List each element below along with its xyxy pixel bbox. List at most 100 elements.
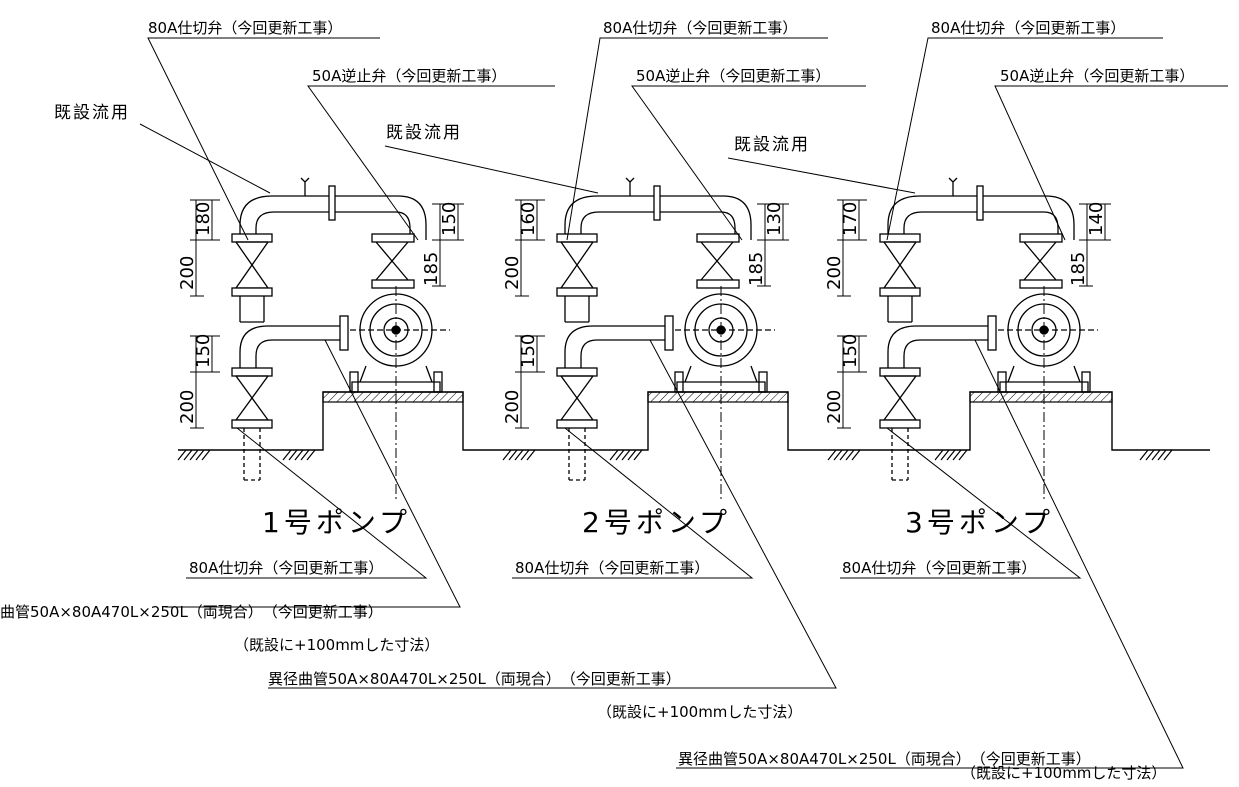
pump1-anchor-left (349, 371, 359, 393)
pump1-check-valve-flange-bottom (371, 279, 415, 289)
pump2-upper-valve-flange-top (556, 233, 598, 243)
pump2-dimensions (515, 199, 789, 429)
pump1-dim-check-185: 185 (421, 252, 442, 286)
pump2-upper-outlet-pipe (564, 296, 590, 323)
pump3-assembly (879, 177, 1098, 500)
pump1-check-dim-lines (432, 203, 464, 287)
pump2-lower-dim-lines (515, 335, 545, 429)
pump1-check-valve (375, 241, 409, 281)
pump3-check-valve (1023, 241, 1057, 281)
pump2-anchor-left (674, 371, 684, 393)
pump3-check-valve-flange-bottom (1019, 279, 1063, 289)
pump2-valve-80a-bottom-label: 80A仕切弁（今回更新工事） (515, 559, 709, 577)
pump1-air-valve (300, 177, 310, 196)
pump2-lower-valve-flange-bottom (556, 419, 598, 429)
pump2-dim-upper-200: 200 (502, 256, 523, 290)
pump1-dimension-labels: 200 180 200 150 185 150 (177, 202, 460, 424)
pump1-reducer-pipe-label: 曲管50A×80A470L×250L（両現合） （今回更新工事） (0, 603, 383, 621)
pump1-existing-reuse-label: 既設流用 (54, 103, 130, 123)
pump1-dim-lower-value: 150 (193, 334, 214, 368)
pump3-upper-gate-valve (883, 241, 917, 289)
pump1-upper-dim-lines (190, 199, 220, 297)
pump3-valve-80a-bottom-label: 80A仕切弁（今回更新工事） (842, 559, 1036, 577)
pump1-suction-pipe-below (243, 428, 261, 481)
pump3-anchor-left (997, 371, 1007, 393)
pump1-check-valve-label: 50A逆止弁（今回更新工事） (312, 67, 506, 85)
pump2-check-valve-flange-top (696, 233, 740, 243)
pump3-title: 3号ポンプ (905, 506, 1054, 539)
pump3-dim-upper-200: 200 (824, 256, 845, 290)
pump2-dimension-labels: 200 160 200 150 185 130 (502, 202, 785, 424)
pump2-existing-reuse-label: 既設流用 (386, 123, 462, 143)
pump3-dim-lower-200: 200 (824, 390, 845, 424)
pump3-suction-pipe-below (891, 428, 909, 481)
pump3-reducer-pipe-label: 異径曲管50A×80A470L×250L（両現合） （今回更新工事） (678, 750, 1091, 768)
pump2-air-valve (625, 177, 635, 196)
pump3-check-valve-flange-top (1019, 233, 1063, 243)
pump3-dim-check-value: 140 (1086, 202, 1107, 236)
pump3-lower-valve-flange-bottom (879, 419, 921, 429)
pump1-upper-valve-flange-bottom (231, 287, 273, 297)
pump2-lower-pipe-flange (664, 315, 674, 351)
pump1-lower-valve-flange-bottom (231, 419, 273, 429)
pump1-check-valve-flange-top (371, 233, 415, 243)
pump2-assembly (556, 177, 775, 500)
pump3-upper-valve-flange-top (879, 233, 921, 243)
pump1-lower-dim-lines (190, 335, 220, 429)
pump1-lower-gate-valve (235, 375, 269, 421)
pump3-upper-valve-flange-bottom (879, 287, 921, 297)
pump2-dim-lower-200: 200 (502, 390, 523, 424)
pump1-dimensions (190, 199, 464, 429)
pump3-valve-80a-top-label: 80A仕切弁（今回更新工事） (931, 19, 1125, 37)
pump3-air-valve (948, 177, 958, 196)
pump2-upper-dim-lines (515, 199, 545, 297)
ground-hatch-marks (177, 449, 1173, 461)
pump2-check-valve-label: 50A逆止弁（今回更新工事） (636, 67, 830, 85)
pump3-dim-lower-value: 150 (840, 334, 861, 368)
pump3-lower-dim-lines (837, 335, 867, 429)
pump2-dim-check-185: 185 (746, 252, 767, 286)
pump2-lower-valve-flange-top (556, 367, 598, 377)
pump2-check-valve (700, 241, 734, 281)
pump3-dimensions (837, 199, 1111, 429)
pump2-check-valve-flange-bottom (696, 279, 740, 289)
pump2-pipe-flange (653, 185, 661, 221)
pump2-title: 2号ポンプ (582, 506, 731, 539)
pump2-upper-valve-flange-bottom (556, 287, 598, 297)
leader-lines (139, 37, 1228, 769)
pump2-dim-check-value: 130 (764, 202, 785, 236)
pump3-dim-check-185: 185 (1068, 252, 1089, 286)
pump3-upper-outlet-pipe (887, 296, 913, 323)
pump1-lower-pipe-flange (339, 315, 349, 351)
pump1-pipe-flange (328, 185, 336, 221)
pump2-check-dim-lines (757, 203, 789, 287)
pump3-lower-bend-pipe (887, 325, 988, 372)
pump1-dim-lower-200: 200 (177, 390, 198, 424)
pump1-upper-valve-flange-top (231, 233, 273, 243)
pump2-upper-gate-valve (560, 241, 594, 289)
pump1-reducer-note: （既設に+100mmした寸法） (234, 636, 439, 654)
pump1-title: 1号ポンプ (262, 506, 411, 539)
pump1-upper-outlet-pipe (239, 296, 265, 323)
pump3-check-valve-label: 50A逆止弁（今回更新工事） (1000, 67, 1194, 85)
pump3-reducer-note: （既設に+100mmした寸法） (961, 764, 1166, 782)
pump1-valve-80a-top-label: 80A仕切弁（今回更新工事） (148, 19, 342, 37)
pump1-dim-check-value: 150 (439, 202, 460, 236)
pump3-pipe-flange (976, 185, 984, 221)
pump1-anchor-right (433, 371, 443, 393)
pump2-dim-upper-value: 160 (518, 202, 539, 236)
pump1-assembly (231, 177, 450, 500)
pump2-suction-pipe-below (568, 428, 586, 481)
pump-bases-hatch (322, 391, 1113, 403)
pump2-anchor-right (758, 371, 768, 393)
pump2-reducer-pipe-label: 異径曲管50A×80A470L×250L（両現合） （今回更新工事） (268, 670, 681, 688)
pump3-check-dim-lines (1079, 203, 1111, 287)
pump1-dim-upper-value: 180 (193, 202, 214, 236)
pump1-dim-upper-200: 200 (177, 256, 198, 290)
pump2-dim-lower-value: 150 (518, 334, 539, 368)
pump2-lower-bend-pipe (564, 325, 665, 372)
pump2-reducer-note: （既設に+100mmした寸法） (597, 703, 802, 721)
pump3-lower-pipe-flange (987, 315, 997, 351)
